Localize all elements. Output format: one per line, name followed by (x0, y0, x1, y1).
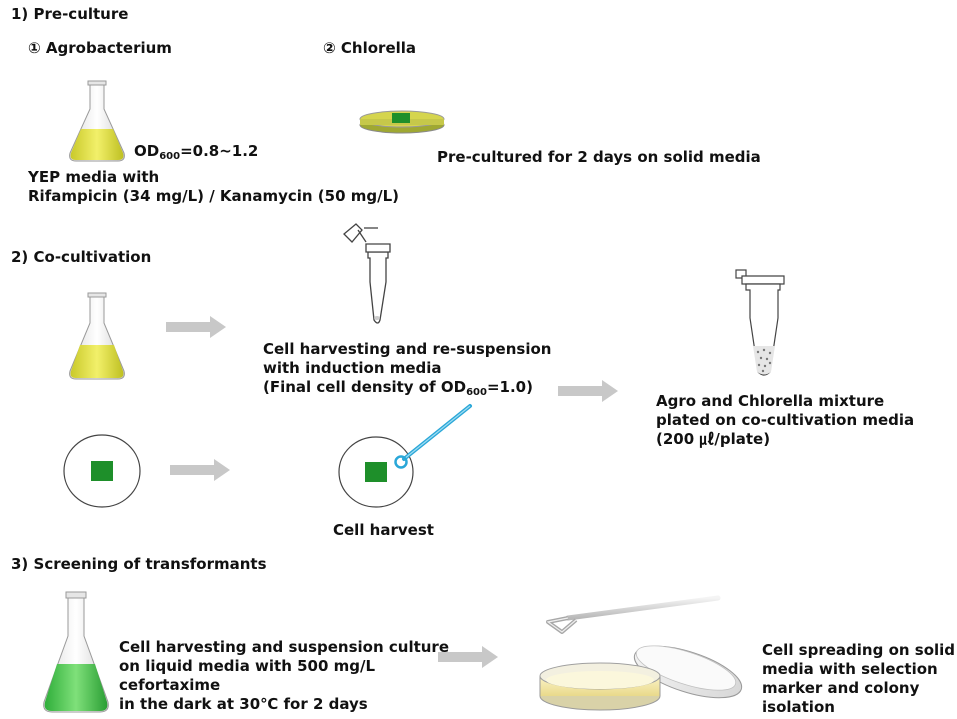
flask-yellow-icon (69, 80, 125, 162)
section-title-cocultivation: 2) Co-cultivation (11, 248, 152, 266)
section-title-screening: 3) Screening of transformants (11, 555, 267, 573)
chlorella-note: Pre-cultured for 2 days on solid media (437, 148, 761, 166)
flask-green-icon (43, 591, 109, 713)
chlorella-heading: ② Chlorella (323, 39, 417, 57)
od-range-label: OD600=0.8~1.2 (134, 142, 259, 162)
yep-media-text: YEP media with Rifampicin (34 mg/L) / Ka… (28, 168, 400, 205)
chlorella-plate-topview-icon (63, 434, 141, 508)
spreader-petri-dish-icon (539, 595, 743, 711)
harvest-resuspension-text: Cell harvesting and re-suspension with i… (263, 340, 552, 398)
mixture-tube-icon (735, 269, 785, 376)
mixture-plating-text: Agro and Chlorella mixture plated on co-… (656, 392, 915, 448)
arrow-right-icon (170, 459, 230, 481)
section-title-preculture: 1) Pre-culture (11, 5, 129, 23)
cell-harvest-plate-icon (338, 404, 472, 508)
cell-spreading-text: Cell spreading on solid media with selec… (762, 641, 956, 716)
cell-harvest-label: Cell harvest (333, 521, 434, 539)
arrow-right-icon (558, 380, 618, 402)
arrow-right-icon (166, 316, 226, 338)
suspension-culture-text: Cell harvesting and suspension culture o… (119, 638, 450, 713)
arrow-right-icon (438, 646, 498, 668)
agrobacterium-heading: ① Agrobacterium (28, 39, 172, 57)
flask-yellow-icon (69, 292, 125, 380)
eppendorf-tube-icon (343, 223, 391, 324)
chlorella-plate-icon (359, 110, 445, 134)
